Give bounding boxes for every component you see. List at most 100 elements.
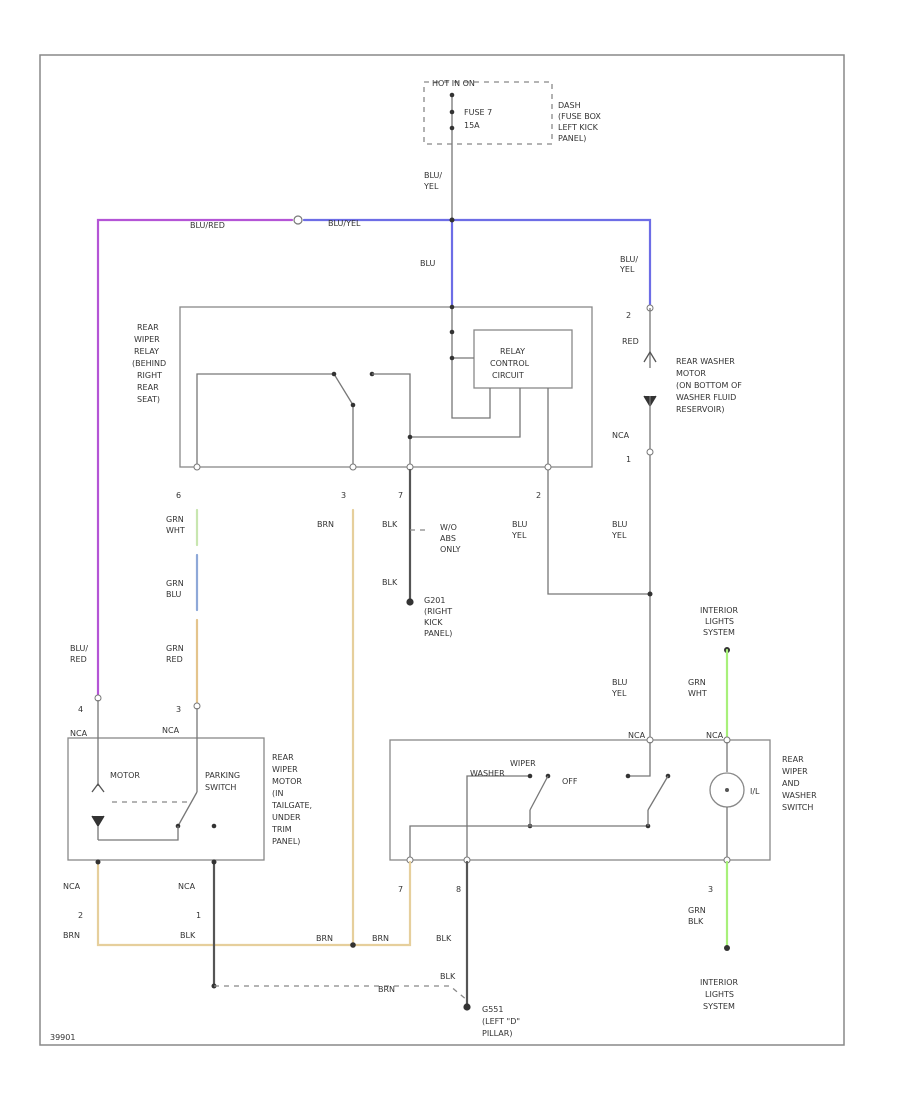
- motor-nca-bottom-1: NCA: [63, 882, 81, 891]
- rws-label-4: WASHER: [782, 791, 817, 800]
- wire-blu-yel-label: BLU/YEL: [328, 219, 361, 228]
- wire-blk-label-3: BLK: [180, 931, 196, 940]
- int-bot-label-1: INTERIOR: [700, 978, 739, 987]
- motor-pin-4: 4: [78, 705, 83, 714]
- abs-label-3: ONLY: [440, 545, 461, 554]
- parking-switch-label-2: SWITCH: [205, 783, 236, 792]
- int-top-label-2: LIGHTS: [705, 617, 734, 626]
- motor-connector-upper: [91, 782, 105, 793]
- hot-in-on-label: HOT IN ON: [432, 79, 475, 88]
- wire-blu-label-2: BLU: [166, 590, 182, 599]
- fuse-box-outline: [423, 81, 553, 145]
- relay-contact-a: [331, 371, 337, 377]
- wire-yel-label-4: YEL: [611, 531, 627, 540]
- right-junction: [647, 591, 653, 597]
- relay-feed-internal: [451, 307, 491, 419]
- relay-ground-internal: [410, 388, 521, 438]
- wire-blu-label-5: BLU: [612, 678, 628, 687]
- wire-blk-label-1: BLK: [382, 520, 398, 529]
- switch-il-label: I/L: [750, 787, 760, 796]
- rwm-label-5: TAILGATE,: [271, 801, 312, 810]
- rws-label-1: REAR: [782, 755, 804, 764]
- rwm-label-7: TRIM: [271, 825, 292, 834]
- relay-pin-2: 2: [536, 491, 541, 500]
- washer-label-1: REAR WASHER: [676, 357, 735, 366]
- switch-washer-label: WASHER: [470, 769, 505, 778]
- motor-label: MOTOR: [110, 771, 140, 780]
- motor-terminal-2: [95, 859, 101, 865]
- wire-blk-label-4: BLK: [436, 934, 452, 943]
- rear-washer-motor: 2 RED NCA 1 REAR WASHER MOTOR (ON BOTTOM…: [612, 304, 742, 464]
- int-top-label-1: INTERIOR: [700, 606, 739, 615]
- wire-wht-label-1: WHT: [166, 526, 185, 535]
- relay-box: [179, 306, 593, 468]
- wire-blu-label-4: BLU: [612, 520, 628, 529]
- wire-yel-label-5: YEL: [611, 689, 627, 698]
- relay-label-5: RIGHT: [137, 371, 162, 380]
- fuse-name-label: FUSE 7: [464, 108, 492, 117]
- abs-label-1: W/O: [440, 523, 457, 532]
- wire-blu-red-left: [96, 218, 294, 697]
- wire-wht-label-4: WHT: [688, 689, 707, 698]
- g201-label-4: PANEL): [424, 629, 452, 638]
- switch-pin-7: 7: [398, 885, 403, 894]
- motor-pin-2: 2: [78, 911, 83, 920]
- rwm-label-2: WIPER: [272, 765, 298, 774]
- rear-wiper-motor: 4 3 NCA NCA MOTOR PARKING SWITCH REAR WI…: [67, 694, 312, 861]
- wire-brn-label-4: BRN: [372, 934, 389, 943]
- rwm-label-1: REAR: [272, 753, 294, 762]
- relay-label-2: WIPER: [134, 335, 160, 344]
- g551-label-3: PILLAR): [482, 1029, 512, 1038]
- switch-washer-circuit: [628, 742, 651, 777]
- ground-dashed-link: [214, 985, 468, 1001]
- relay-terminal-3: [349, 463, 357, 471]
- parking-switch-contact-b: [211, 823, 217, 829]
- relay-control-label-1: RELAY: [500, 347, 525, 356]
- relay-label-7: SEAT): [137, 395, 160, 404]
- wire-brn-label-2: BRN: [63, 931, 80, 940]
- switch-pin-8: 8: [456, 885, 461, 894]
- motor-terminal-1: [211, 859, 217, 865]
- wire-blu-label-3: BLU: [512, 520, 528, 529]
- relay-label-1: REAR: [137, 323, 159, 332]
- wire-blk-label-6: BLK: [440, 972, 456, 981]
- relay-ground-junction: [407, 434, 413, 440]
- switch-box: [389, 739, 771, 861]
- int-bot-label-2: LIGHTS: [705, 990, 734, 999]
- washer-wire-red-label: RED: [622, 337, 639, 346]
- parking-switch-label-1: PARKING: [205, 771, 240, 780]
- switch-off-label: OFF: [562, 777, 578, 786]
- g201-label-1: G201: [424, 596, 445, 605]
- relay-contact-wire-right: [372, 373, 411, 467]
- fuse-box-label-1: DASH: [558, 101, 581, 110]
- motor-nca-label-1: NCA: [70, 729, 88, 738]
- switch-wiper-label: WIPER: [510, 759, 536, 768]
- relay-label-6: REAR: [137, 383, 159, 392]
- bus-junction: [449, 217, 455, 223]
- parking-switch-blade: [177, 791, 198, 827]
- interior-lights-node-bottom: [724, 945, 730, 951]
- switch-wiper-circuit: [466, 775, 530, 860]
- fuse-node-top: [449, 92, 455, 98]
- washer-nca-label: NCA: [612, 431, 630, 440]
- rwm-label-8: PANEL): [272, 837, 300, 846]
- relay-pin-top: [449, 304, 455, 310]
- fuse-terminal-a: [449, 109, 455, 115]
- rwm-label-6: UNDER: [272, 813, 301, 822]
- switch-pin-3: 3: [708, 885, 713, 894]
- relay-switch-blade: [333, 373, 354, 406]
- wire-brn-label-5: BRN: [378, 985, 395, 994]
- abs-label-2: ABS: [440, 534, 456, 543]
- fuse-amps-label: 15A: [464, 121, 480, 130]
- switch-washer-blade: [647, 775, 669, 811]
- washer-connector-upper: [643, 350, 657, 363]
- motor-pin-1: 1: [196, 911, 201, 920]
- wire-blu-center-label: BLU: [420, 259, 436, 268]
- washer-terminal-1: [646, 448, 654, 456]
- rws-label-3: AND: [782, 779, 800, 788]
- motor-symbol: [91, 815, 105, 828]
- parking-switch-return: [98, 826, 179, 841]
- wire-red-label-3: RED: [166, 655, 183, 664]
- washer-pin-2: 2: [626, 311, 631, 320]
- motor-nca-bottom-2: NCA: [178, 882, 196, 891]
